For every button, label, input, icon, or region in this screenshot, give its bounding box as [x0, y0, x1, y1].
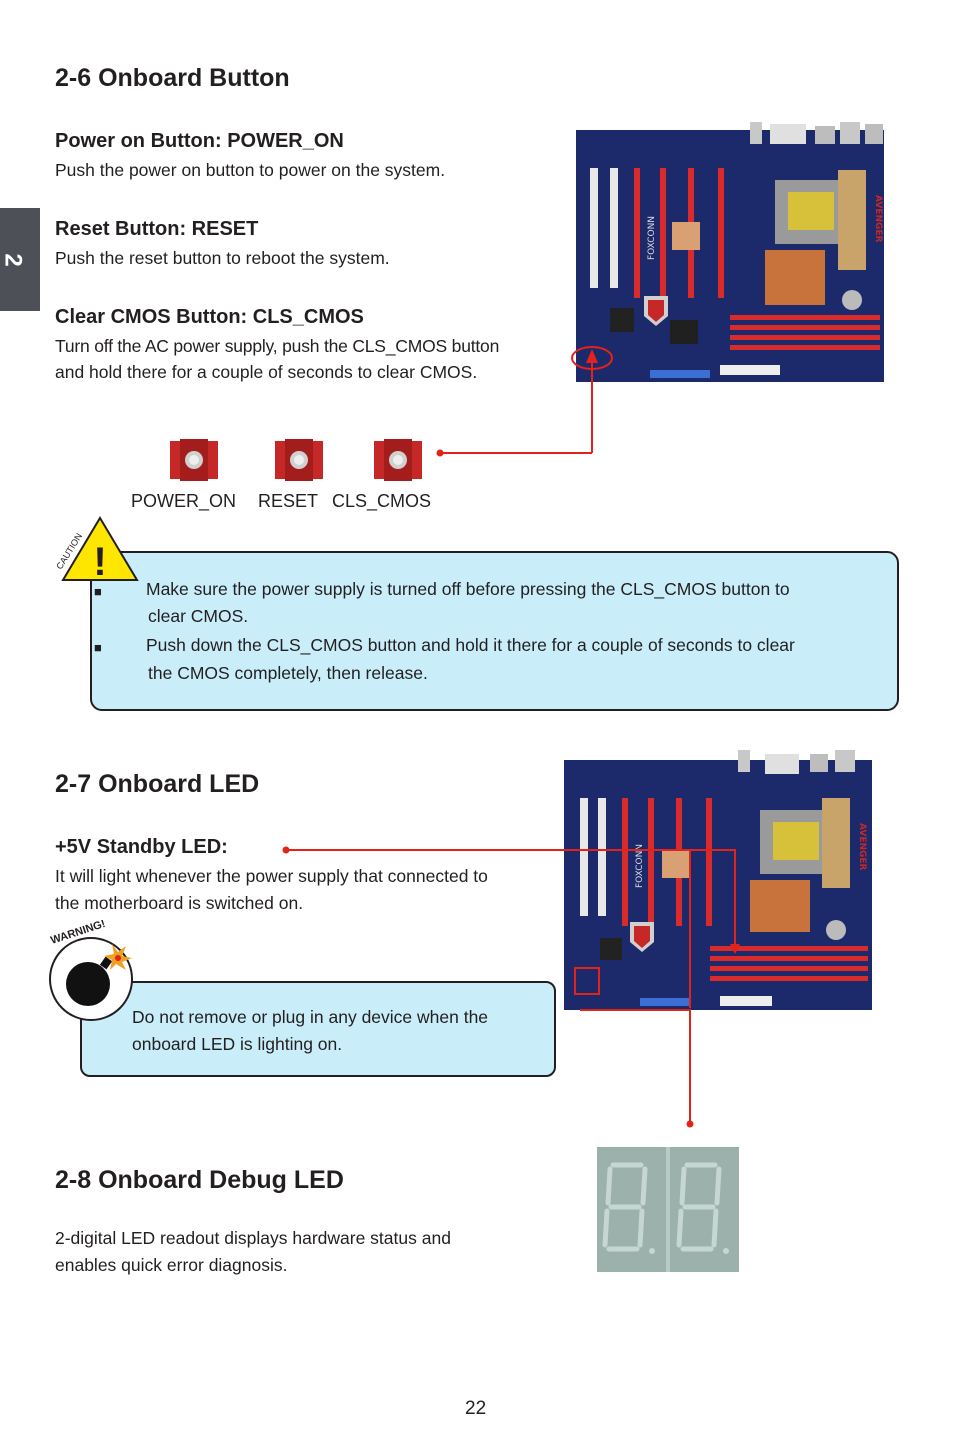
warning-text-line2: onboard LED is lighting on.: [132, 1034, 343, 1054]
cmos-button-heading: Clear CMOS Button: CLS_CMOS: [55, 306, 364, 328]
board-brand-label-2: FOXCONN: [635, 844, 645, 888]
warning-bomb-icon: WARNING!: [49, 920, 133, 1021]
led-pointer-lines: [282, 846, 694, 1128]
caution-item-2-line2: the CMOS completely, then release.: [148, 663, 428, 683]
board-brand-label: FOXCONN: [647, 216, 657, 260]
power-button-heading: Power on Button: POWER_ON: [55, 130, 344, 152]
board-model-label: AVENGER: [873, 195, 883, 243]
caution-box: [90, 551, 899, 711]
section-title-onboard-led: 2-7 Onboard LED: [55, 770, 260, 798]
power-on-label: POWER_ON: [131, 491, 237, 511]
motherboard-image-bottom: FOXCONN AVENGER: [560, 750, 872, 1010]
caution-bullet-2: ■: [94, 640, 102, 655]
caution-exclamation: !: [93, 540, 106, 584]
chapter-number: 2: [0, 253, 27, 267]
power-button-text: Push the power on button to power on the…: [55, 160, 446, 180]
board-model-label-2: AVENGER: [857, 823, 867, 871]
standby-led-text-line2: the motherboard is switched on.: [55, 893, 304, 913]
standby-led-heading: +5V Standby LED:: [55, 836, 228, 858]
reset-button-heading: Reset Button: RESET: [55, 218, 259, 240]
cls-cmos-button-image: [374, 439, 422, 481]
debug-led-text-line1: 2-digital LED readout displays hardware …: [55, 1228, 451, 1248]
caution-item-2-line1: Push down the CLS_CMOS button and hold i…: [146, 635, 795, 655]
debug-led-text-line2: enables quick error diagnosis.: [55, 1255, 288, 1275]
page-number: 22: [465, 1398, 487, 1419]
motherboard-image-top: FOXCONN AVENGER: [571, 122, 884, 382]
cmos-button-text-line2: and hold there for a couple of seconds t…: [55, 362, 478, 382]
reset-button-text: Push the reset button to reboot the syst…: [55, 248, 390, 268]
cls-cmos-label: CLS_CMOS: [332, 491, 432, 511]
caution-bullet-1: ■: [94, 584, 102, 599]
chapter-tab: 2: [0, 208, 40, 311]
caution-icon: ! CAUTION: [55, 516, 139, 584]
warning-box: [80, 981, 556, 1077]
section-title-debug-led: 2-8 Onboard Debug LED: [55, 1166, 344, 1194]
cmos-button-text-line1: Turn off the AC power supply, push the C…: [55, 336, 500, 356]
power-on-button-image: [170, 439, 218, 481]
standby-led-text-line1: It will light whenever the power supply …: [55, 866, 488, 886]
caution-item-1-line2: clear CMOS.: [148, 606, 249, 626]
reset-label: RESET: [258, 491, 319, 511]
section-title-onboard-button: 2-6 Onboard Button: [55, 64, 290, 92]
debug-led-display: [597, 1147, 739, 1272]
reset-button-image: [275, 439, 323, 481]
warning-text-line1: Do not remove or plug in any device when…: [132, 1007, 489, 1027]
cls-cmos-pointer-line: [436, 349, 598, 457]
caution-item-1-line1: Make sure the power supply is turned off…: [146, 579, 790, 599]
